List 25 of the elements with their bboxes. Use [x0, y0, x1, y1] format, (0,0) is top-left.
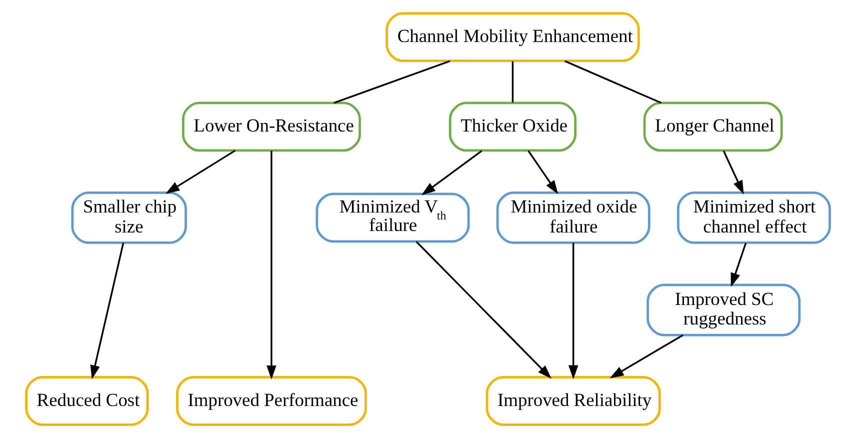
arrow	[527, 150, 558, 194]
arrow	[568, 242, 578, 380]
node-box: Minimized oxide failure	[496, 191, 650, 244]
node-box: Improved SC ruggedness	[646, 284, 800, 336]
connector	[564, 60, 662, 104]
node-box: Lower On-Resistance	[181, 102, 360, 152]
node-box: Improved Reliability	[485, 376, 660, 426]
connector	[511, 61, 514, 102]
arrow	[730, 242, 746, 288]
node-box: Thicker Oxide	[448, 102, 576, 152]
arrow	[90, 242, 124, 380]
arrow	[266, 150, 276, 380]
node-box: Reduced Cost	[24, 376, 148, 426]
node-box: Improved Performance	[176, 376, 366, 426]
arrow	[415, 241, 552, 379]
node-box: Smaller chip size	[70, 191, 186, 244]
arrow	[609, 334, 683, 378]
arrow	[165, 150, 236, 194]
node-box: Minimized short channel effect	[676, 191, 830, 244]
node-box: Longer Channel	[642, 102, 782, 152]
node-box: Channel Mobility Enhancement	[385, 12, 640, 62]
arrow	[420, 150, 482, 196]
node-box: Minimized V$_{th}$ failure	[315, 192, 470, 243]
arrow	[722, 150, 744, 194]
connector	[333, 60, 450, 104]
